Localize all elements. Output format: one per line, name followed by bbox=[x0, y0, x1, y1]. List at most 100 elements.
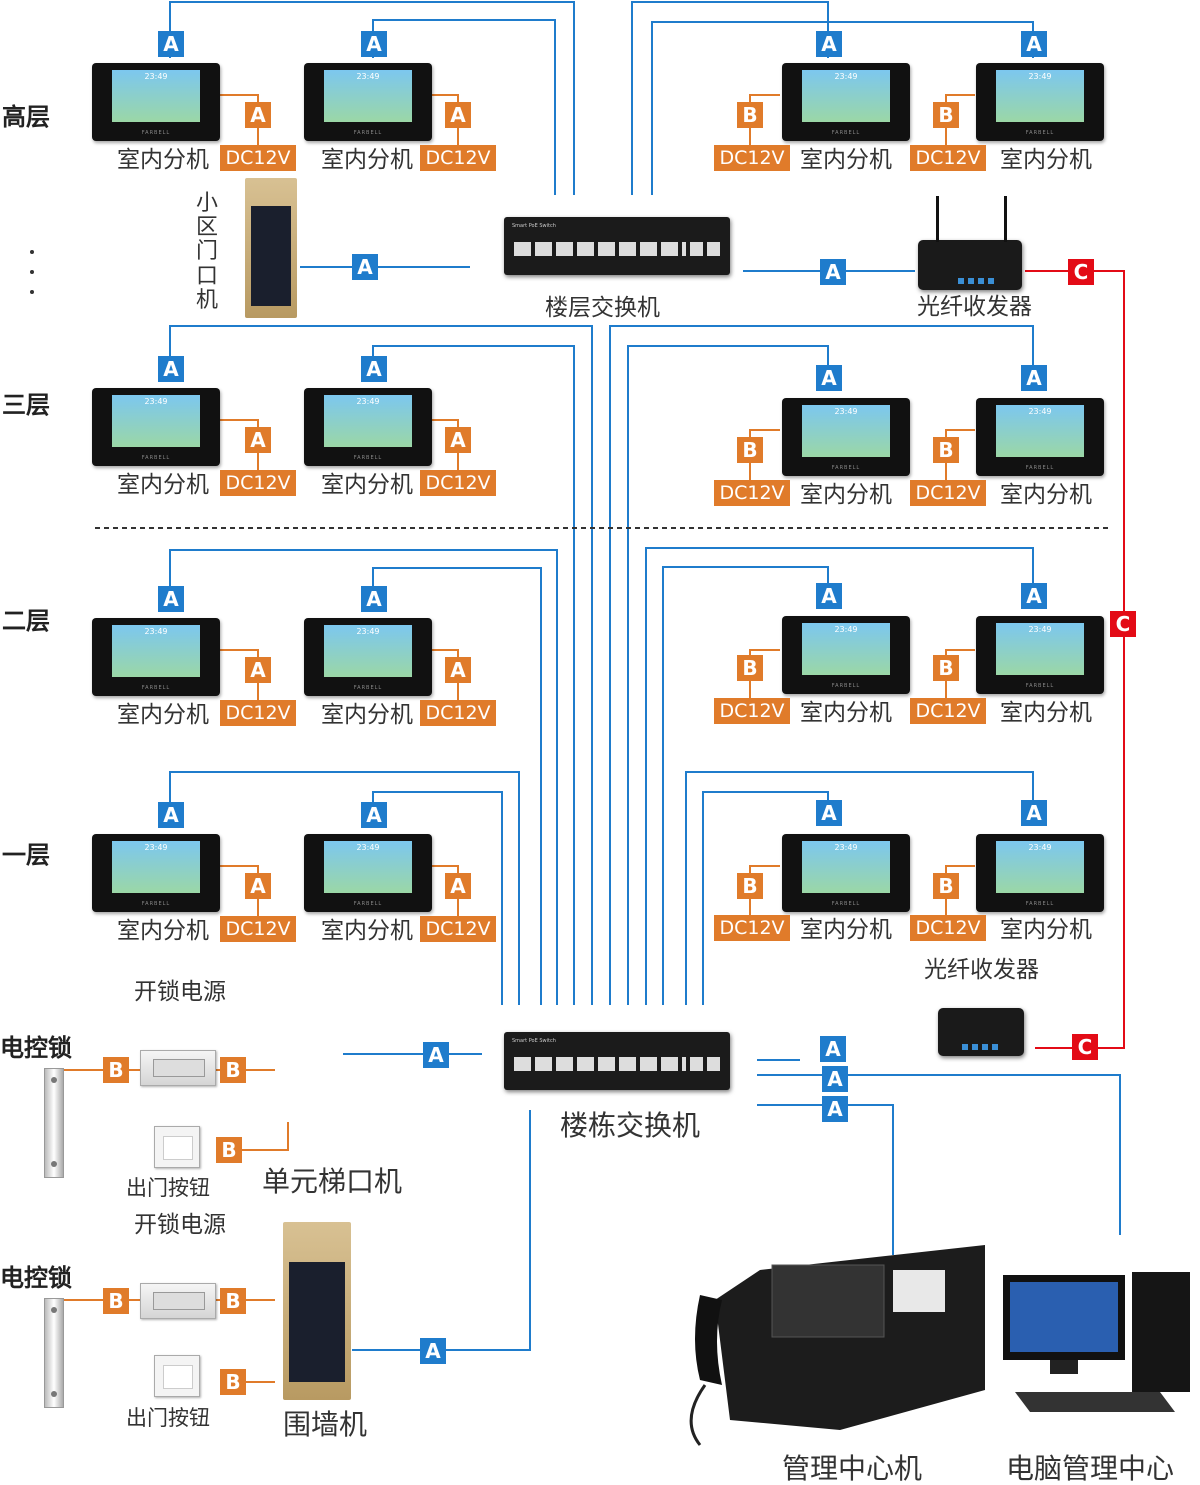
lock-badge-b: B bbox=[216, 1137, 242, 1163]
lock-badge-b: B bbox=[220, 1369, 246, 1395]
electric-lock-label: 电控锁 bbox=[0, 1264, 72, 1292]
power-badge-a: A bbox=[245, 657, 271, 683]
lock-badge-b: B bbox=[103, 1288, 129, 1314]
dc12v-label: DC12V bbox=[714, 698, 790, 724]
floor-switch-label: 楼层交换机 bbox=[545, 295, 660, 321]
link-badge-a: A bbox=[361, 802, 387, 828]
community-gate-unit bbox=[245, 178, 297, 318]
link-badge-a: A bbox=[361, 356, 387, 382]
fiber-badge-c: C bbox=[1110, 611, 1136, 637]
dc12v-label: DC12V bbox=[220, 470, 296, 496]
power-badge-b: B bbox=[933, 873, 959, 899]
power-badge-a: A bbox=[245, 102, 271, 128]
indoor-unit-label: 室内分机 bbox=[321, 918, 413, 944]
indoor-unit-label: 室内分机 bbox=[800, 482, 892, 508]
power-badge-a: A bbox=[445, 102, 471, 128]
fiber-transceiver-label: 光纤收发器 bbox=[917, 294, 1032, 320]
link-badge-a: A bbox=[158, 802, 184, 828]
indoor-unit-label: 室内分机 bbox=[1000, 700, 1092, 726]
power-badge-b: B bbox=[933, 102, 959, 128]
power-badge-a: A bbox=[445, 873, 471, 899]
wall-unit-label: 围墙机 bbox=[283, 1408, 368, 1441]
unlock-power-label: 开锁电源 bbox=[134, 1212, 226, 1238]
dc12v-label: DC12V bbox=[220, 916, 296, 942]
wall-unit-device bbox=[283, 1222, 351, 1400]
dc12v-label: DC12V bbox=[714, 915, 790, 941]
pc-device bbox=[1003, 1272, 1190, 1412]
link-badge-a: A bbox=[816, 583, 842, 609]
dc12v-label: DC12V bbox=[420, 916, 496, 942]
link-badge-a: A bbox=[420, 1338, 446, 1364]
power-badge-b: B bbox=[737, 437, 763, 463]
floor-label-3: 三层 bbox=[2, 391, 50, 419]
dc12v-label: DC12V bbox=[420, 470, 496, 496]
indoor-unit-label: 室内分机 bbox=[1000, 147, 1092, 173]
dc12v-label: DC12V bbox=[220, 700, 296, 726]
link-badge-a: A bbox=[822, 1066, 848, 1092]
link-badge-a: A bbox=[816, 31, 842, 57]
unlock-power-label: 开锁电源 bbox=[134, 979, 226, 1005]
link-badge-a: A bbox=[820, 259, 846, 285]
dc12v-label: DC12V bbox=[714, 480, 790, 506]
exit-button-device bbox=[154, 1355, 200, 1397]
lock-badge-b: B bbox=[220, 1057, 246, 1083]
indoor-unit-label: 室内分机 bbox=[1000, 482, 1092, 508]
power-badge-b: B bbox=[737, 873, 763, 899]
link-badge-a: A bbox=[1021, 583, 1047, 609]
power-badge-b: B bbox=[933, 437, 959, 463]
link-badge-a: A bbox=[423, 1042, 449, 1068]
floor-label-1: 一层 bbox=[2, 841, 50, 869]
indoor-unit-label: 室内分机 bbox=[117, 147, 209, 173]
building-switch-label: 楼栋交换机 bbox=[560, 1109, 701, 1142]
exit-button-label: 出门按钮 bbox=[126, 1406, 210, 1430]
community-gate-unit-label: 小区门口机 bbox=[196, 191, 219, 313]
link-badge-a: A bbox=[158, 31, 184, 57]
building-switch-device: Smart PoE Switch bbox=[504, 1032, 730, 1090]
unit-door-unit-label: 单元梯口机 bbox=[262, 1165, 403, 1198]
electric-lock-device bbox=[44, 1068, 64, 1178]
power-badge-a: A bbox=[445, 657, 471, 683]
fiber-badge-c: C bbox=[1068, 259, 1094, 285]
power-badge-b: B bbox=[737, 655, 763, 681]
floor-label-2: 二层 bbox=[2, 607, 50, 635]
link-badge-a: A bbox=[361, 31, 387, 57]
management-center-label: 管理中心机 bbox=[782, 1452, 923, 1485]
indoor-unit-label: 室内分机 bbox=[117, 472, 209, 498]
indoor-unit-label: 室内分机 bbox=[117, 918, 209, 944]
power-badge-b: B bbox=[933, 655, 959, 681]
link-badge-a: A bbox=[1021, 365, 1047, 391]
link-badge-a: A bbox=[816, 800, 842, 826]
dc12v-label: DC12V bbox=[220, 145, 296, 171]
electric-lock-label: 电控锁 bbox=[0, 1034, 72, 1062]
indoor-unit-label: 室内分机 bbox=[800, 917, 892, 943]
fiber-transceiver-label: 光纤收发器 bbox=[924, 957, 1039, 983]
dc12v-label: DC12V bbox=[910, 698, 986, 724]
indoor-unit-label: 室内分机 bbox=[321, 702, 413, 728]
pc-management-label: 电脑管理中心 bbox=[1006, 1452, 1175, 1485]
fiber-transceiver-device bbox=[918, 196, 1022, 290]
lock-badge-b: B bbox=[220, 1288, 246, 1314]
unlock-power-device bbox=[140, 1050, 216, 1086]
link-badge-a: A bbox=[361, 586, 387, 612]
indoor-unit-label: 室内分机 bbox=[321, 147, 413, 173]
indoor-unit-label: 室内分机 bbox=[321, 472, 413, 498]
link-badge-a: A bbox=[158, 356, 184, 382]
lock-badge-b: B bbox=[103, 1057, 129, 1083]
link-badge-a: A bbox=[1021, 31, 1047, 57]
dc12v-label: DC12V bbox=[420, 700, 496, 726]
management-center-device bbox=[689, 1245, 985, 1446]
unlock-power-device bbox=[140, 1283, 216, 1319]
dc12v-label: DC12V bbox=[910, 480, 986, 506]
